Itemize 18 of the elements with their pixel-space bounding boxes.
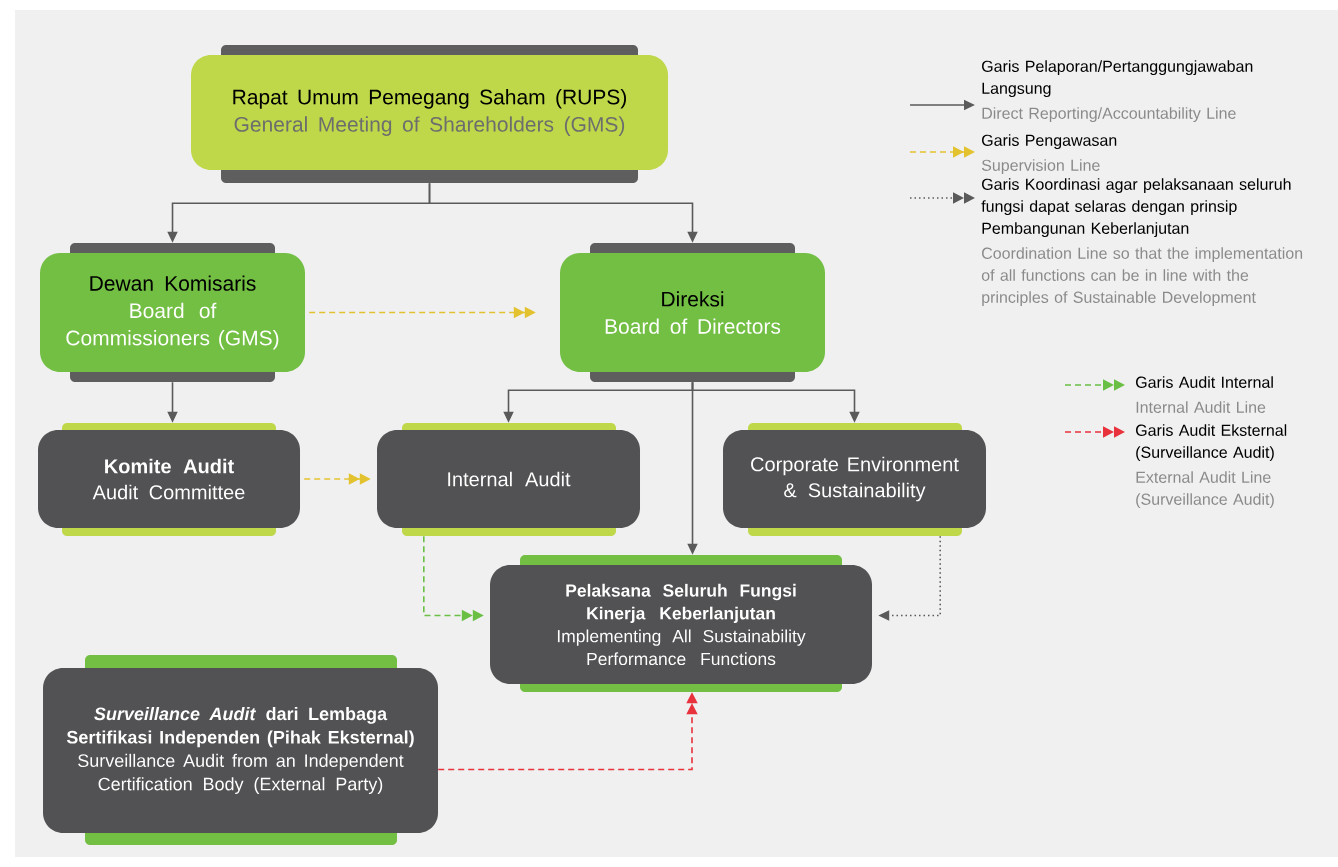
org-box: Rapat Umum Pemegang Saham (RUPS) General Meeting of Shareholders (GMS) <box>191 45 668 183</box>
legend-translation: Direct Reporting/Accountability Line <box>982 107 1236 123</box>
legend-text: Garis Pengawasan <box>982 134 1117 150</box>
legend-translation: Internal Audit Line <box>1136 401 1266 413</box>
org-box: Corporate Environment & Sustainability <box>723 423 986 536</box>
legend-text: Garis Koordinasi agar pelaksanaan seluruh fungsi dapat selaras dengan prinsip Pembangunan Keberlanjutan <box>981 178 1291 238</box>
legend-text: Garis Pelaporan/Pertanggungjawaban Langsung <box>982 60 1253 98</box>
legend-translation: External Audit Line (Surveillance Audit) <box>1136 471 1274 509</box>
org-box: Direksi Board of Directors <box>560 243 825 382</box>
legend-translation: Supervision Line <box>981 159 1100 175</box>
org-box: Komite Audit Audit Committee <box>38 423 300 536</box>
legend-text: Garis Audit Internal <box>1136 376 1273 388</box>
org-box: Internal Audit <box>377 423 640 536</box>
legend-translation: Coordination Line so that the implementation of all functions can be in line with the principles of Sustainable Development <box>981 247 1303 307</box>
legend-text: Garis Audit Eksternal (Surveillance Audit) <box>1136 424 1287 462</box>
org-box: Surveillance Audit dari Lembaga Sertifikasi Independen (Pihak Eksternal) Surveillance Audit from an Independent Certification Body (External Party) <box>43 655 438 845</box>
org-box: Dewan Komisaris Board of Commissioners (GMS) <box>40 243 305 382</box>
org-box: Pelaksana Seluruh Fungsi Kinerja Keberlanjutan Implementing All Sustainability Performance Functions <box>490 555 872 692</box>
